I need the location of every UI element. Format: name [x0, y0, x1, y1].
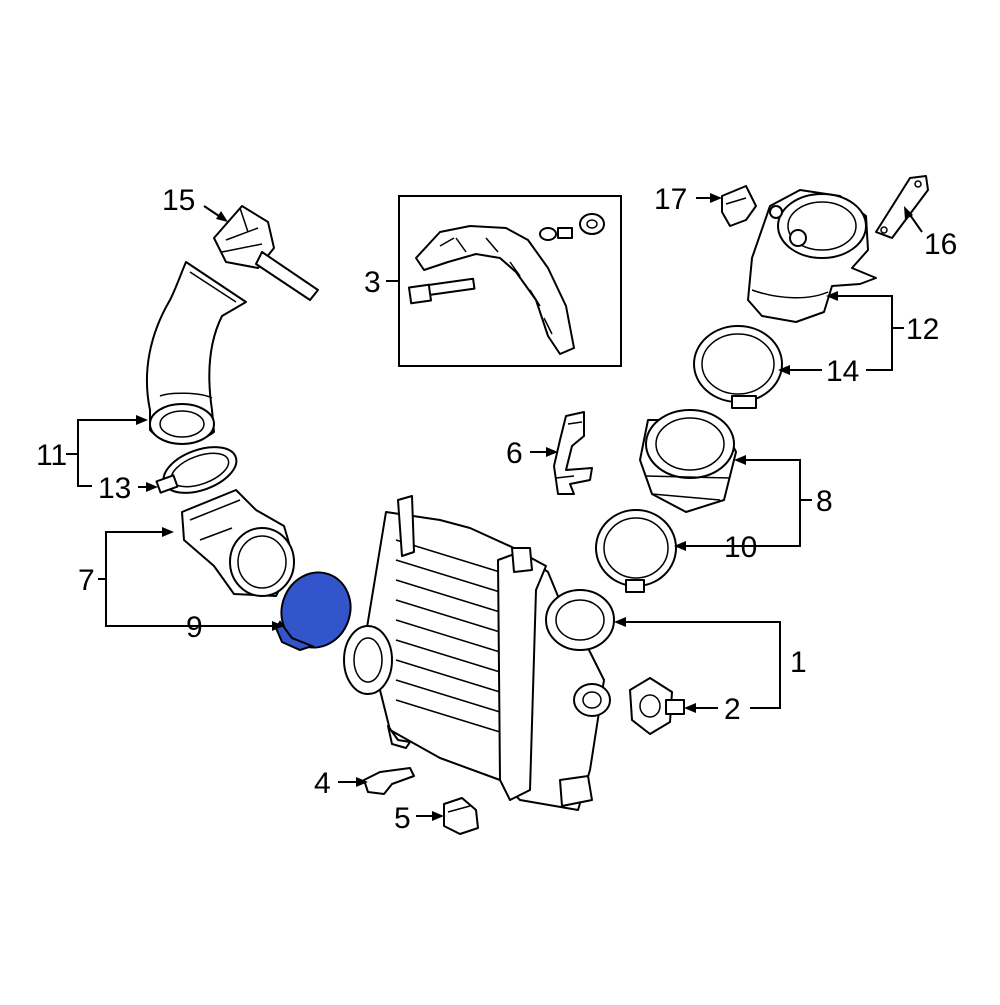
callout-8: 8 [816, 485, 833, 518]
callout-labels: 1 2 3 4 5 6 7 8 9 10 11 12 13 14 15 16 1… [36, 183, 957, 835]
part-7-connector-pipe[interactable] [181, 489, 295, 597]
part-16-bracket[interactable] [875, 175, 929, 239]
part-4-clip[interactable] [363, 767, 415, 795]
callout-1: 1 [790, 646, 807, 679]
part-12-filter-housing[interactable] [747, 189, 877, 323]
part-1-intercooler[interactable] [343, 495, 615, 811]
part-13-clamp[interactable] [155, 438, 242, 502]
part-10-clamp[interactable] [595, 509, 677, 593]
callout-2: 2 [724, 693, 741, 726]
part-14-clamp[interactable] [693, 325, 783, 409]
part-5-mount[interactable] [443, 797, 479, 835]
part-17-sensor[interactable] [721, 185, 757, 227]
part-9-seal-highlighted[interactable] [271, 563, 361, 658]
callout-13: 13 [98, 472, 131, 505]
part-6-hose-fitting[interactable] [553, 411, 593, 495]
callout-4: 4 [314, 767, 331, 800]
callout-17: 17 [654, 183, 687, 216]
leader-lines [66, 193, 923, 821]
callout-5: 5 [394, 802, 411, 835]
part-11-intake-hose[interactable] [145, 261, 247, 445]
part-15-sensor[interactable] [213, 205, 319, 301]
callout-9: 9 [186, 611, 203, 644]
callout-14: 14 [826, 355, 859, 388]
kit-screw [539, 227, 573, 241]
callout-12: 12 [906, 313, 939, 346]
callout-6: 6 [506, 437, 523, 470]
callout-16: 16 [924, 228, 957, 261]
callout-15: 15 [162, 184, 195, 217]
kit-nut [579, 213, 605, 235]
callout-11: 11 [36, 439, 67, 472]
kit-bolt [407, 277, 476, 305]
part-8-pipe[interactable] [639, 409, 737, 513]
part-3-bracket-kit[interactable] [398, 195, 622, 367]
callout-7: 7 [78, 564, 95, 597]
callout-3: 3 [364, 266, 381, 299]
callout-10: 10 [724, 531, 757, 564]
part-2-sensor[interactable] [629, 677, 685, 735]
